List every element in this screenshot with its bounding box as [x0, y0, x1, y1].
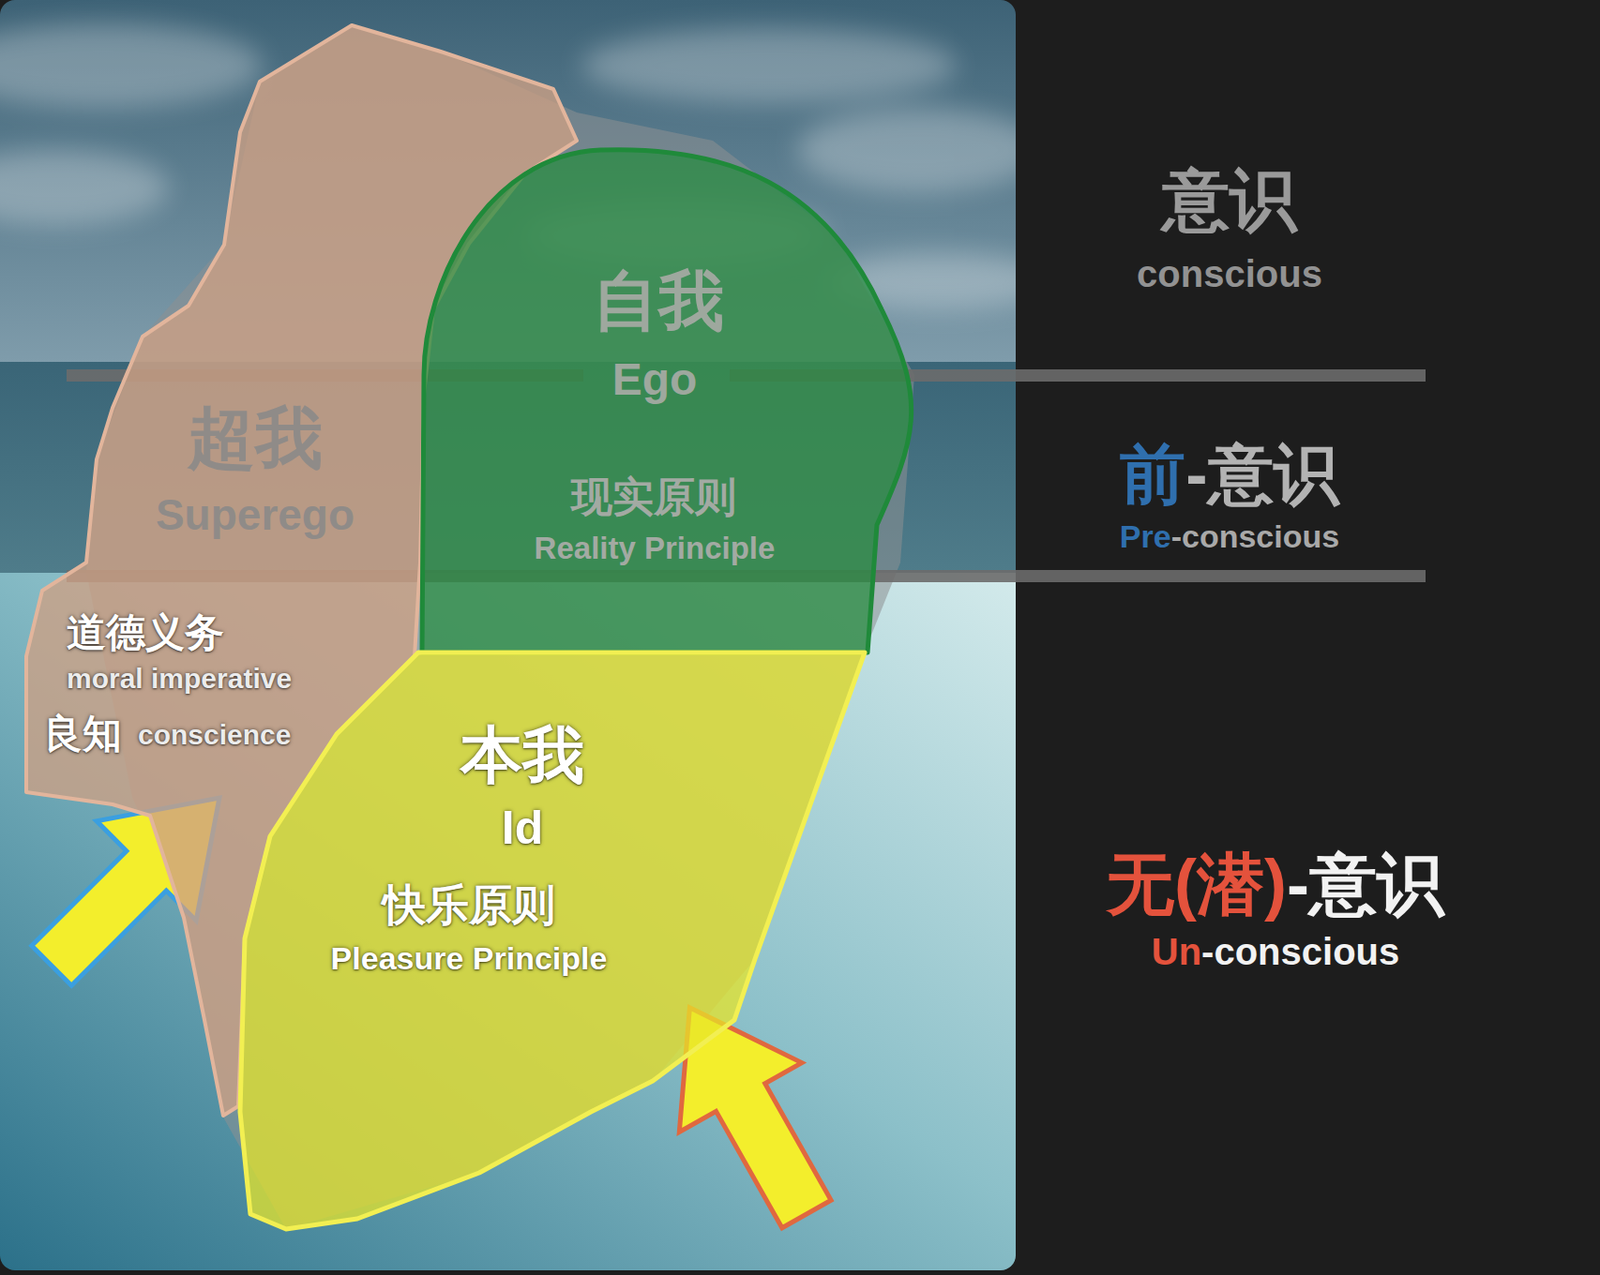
- level-title: -意识: [1185, 437, 1339, 512]
- level-label: Pre-conscious: [1119, 519, 1340, 555]
- trait-label: 良知: [43, 712, 122, 756]
- id-region: 本我 Id 快乐原则 Pleasure Principle: [234, 647, 873, 1238]
- scene: [0, 0, 1016, 1271]
- principle-label: 快乐原则: [382, 881, 556, 930]
- level-label: 前-意识: [1119, 438, 1339, 512]
- trait-label: moral imperative: [66, 663, 292, 695]
- level-subtitle: -conscious: [1201, 931, 1400, 973]
- cloud: [797, 107, 1016, 193]
- principle-label: 现实原则: [571, 474, 737, 520]
- level-title: -意识: [1286, 846, 1445, 922]
- trait-label: conscience: [137, 719, 291, 751]
- region-name: Id: [501, 802, 544, 855]
- cloud: [0, 150, 169, 226]
- region-name: Ego: [612, 355, 698, 406]
- trait-label: 道德义务: [66, 611, 225, 655]
- level-prefix: 前: [1119, 437, 1186, 512]
- level-label: Un-conscious: [1151, 931, 1400, 973]
- region-title: 自我: [592, 265, 725, 338]
- level-label: 无(潜)-意识: [1106, 847, 1445, 922]
- region-title: 超我: [187, 401, 323, 476]
- cloud: [581, 28, 957, 104]
- level-label: conscious: [1136, 253, 1323, 295]
- principle-label: Reality Principle: [534, 531, 776, 566]
- level-prefix: 无(潜): [1106, 846, 1287, 922]
- level-subtitle: conscious: [1136, 253, 1323, 295]
- region-name: Superego: [155, 491, 355, 540]
- underwater: [0, 573, 1016, 1271]
- level-prefix: Pre: [1119, 518, 1172, 555]
- cloud: [0, 23, 263, 108]
- level-subtitle: -conscious: [1171, 518, 1340, 555]
- region-title: 本我: [460, 721, 585, 790]
- region-shape: [240, 652, 865, 1230]
- level-title: 意识: [1162, 162, 1298, 238]
- region-shape: [422, 150, 912, 653]
- principle-label: Pleasure Principle: [331, 941, 608, 977]
- level-label: 意识: [1162, 163, 1298, 238]
- level-prefix: Un: [1151, 931, 1202, 973]
- ego-region: 自我 Ego 现实原则 Reality Principle: [412, 140, 929, 663]
